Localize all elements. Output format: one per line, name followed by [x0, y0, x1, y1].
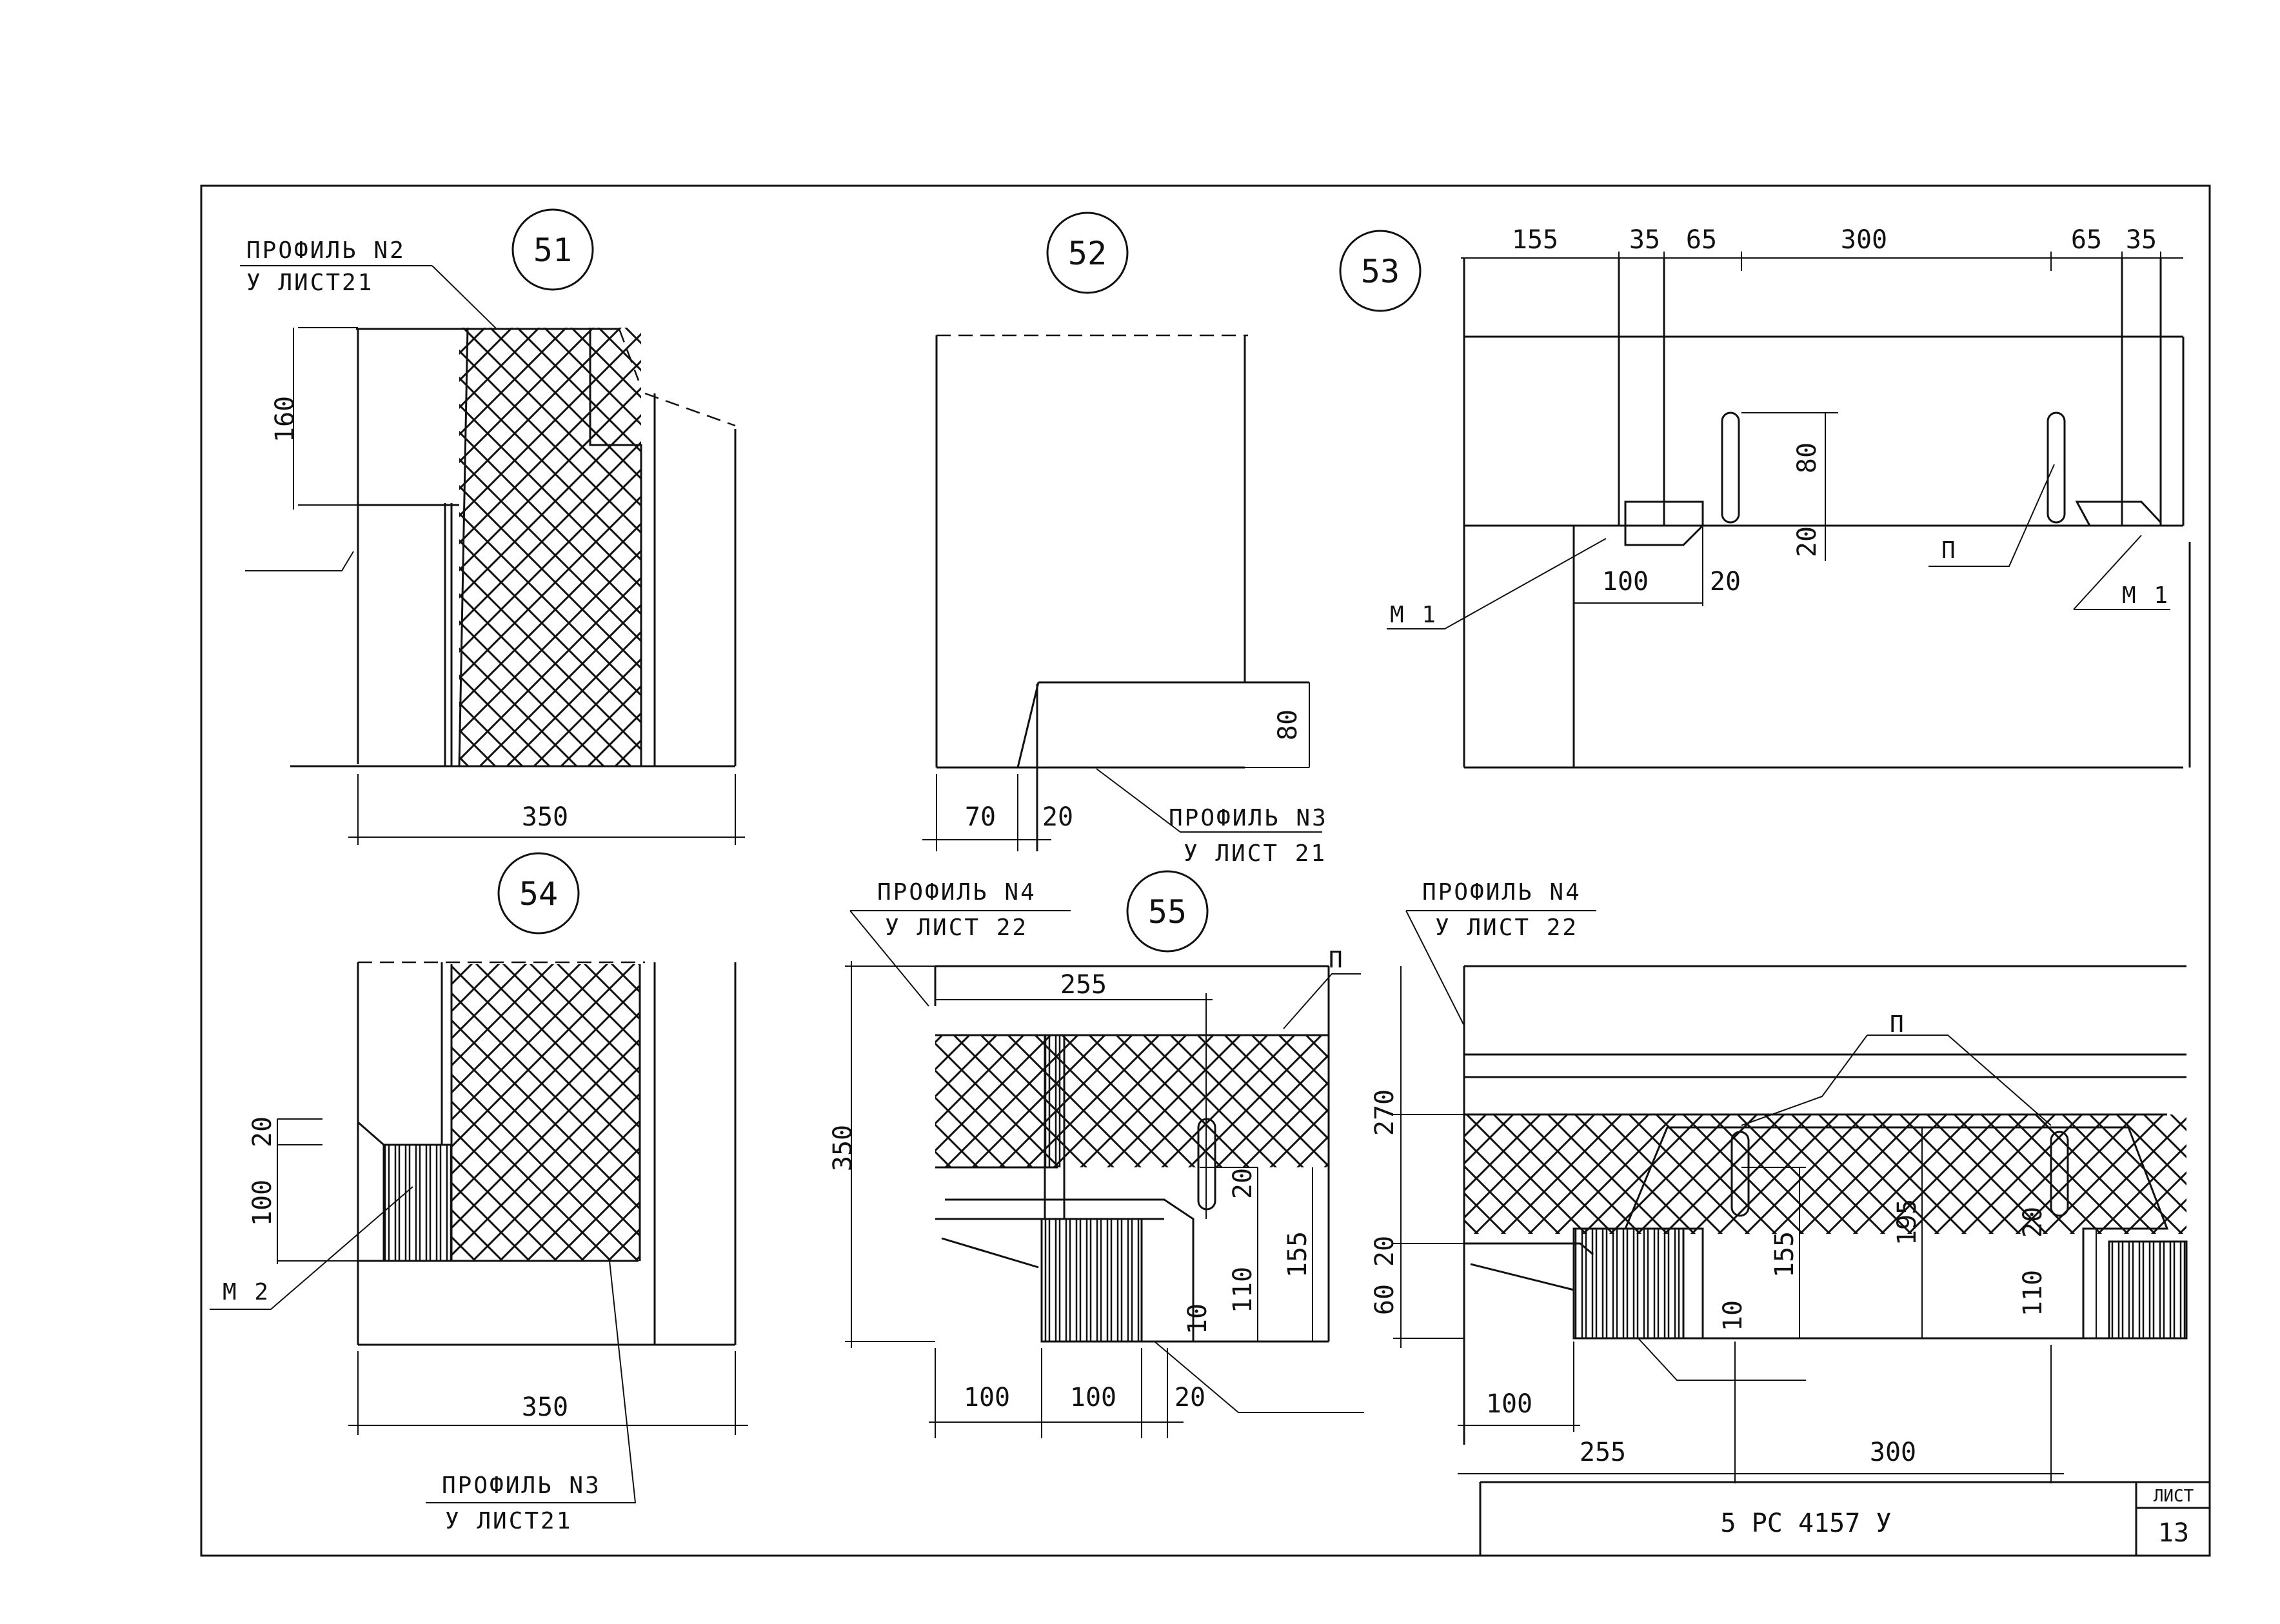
detail-54-label-m2: М 2	[223, 1279, 270, 1305]
detail-55-dim-20: 20	[1228, 1168, 1258, 1199]
detail-55-number: 55	[1148, 893, 1187, 931]
detail-54-profile-sheet: У ЛИСТ21	[445, 1508, 572, 1534]
detail-54-dim-width: 350	[522, 1392, 568, 1422]
detail-55-dim-100a: 100	[964, 1383, 1010, 1412]
detail-55-callout-circle	[1126, 870, 1209, 953]
detail-55-dim-100b: 100	[1070, 1383, 1116, 1412]
detail-54-dim-100: 100	[248, 1180, 277, 1226]
detail-53-dim-155: 155	[1512, 225, 1558, 255]
detail-56-insulation-hatch	[1464, 1114, 2186, 1234]
detail-55-dim-155: 155	[1283, 1231, 1313, 1278]
detail-55-dim-350: 350	[828, 1125, 858, 1171]
detail-53-dim-35b: 35	[2126, 225, 2157, 255]
detail-51: 51 ПРОФИЛЬ N2 У ЛИСТ21 160 350	[240, 208, 745, 845]
detail-55-profile-ref: ПРОФИЛЬ N4	[877, 879, 1036, 906]
detail-55-profile-sheet: У ЛИСТ 22	[885, 915, 1028, 941]
detail-51-dim-height: 160	[270, 396, 300, 442]
detail-52-profile-ref: ПРОФИЛЬ N3	[1169, 805, 1328, 831]
detail-56-dim-60: 60	[1370, 1284, 1400, 1315]
detail-53-label-m1-left: М 1	[1390, 602, 1438, 628]
detail-55-gasket-hatch	[1040, 1218, 1143, 1343]
detail-56-dim-20-left: 20	[1370, 1236, 1400, 1267]
title-block-sheet-number: 13	[2158, 1518, 2189, 1548]
detail-56: ПРОФИЛЬ N4 У ЛИСТ 22 П 270 20 60 10 155 …	[1370, 879, 2188, 1483]
detail-56-dim-20-right: 20	[2018, 1207, 2048, 1238]
detail-53-label-m1-right: М 1	[2122, 582, 2170, 609]
detail-52-dim-80: 80	[1273, 709, 1303, 740]
title-block-doc-code: 5 РС 4157 У	[1721, 1509, 1892, 1538]
detail-55-dim-255: 255	[1060, 970, 1107, 1000]
detail-53-dim-80: 80	[1792, 442, 1822, 473]
detail-53-dim-300: 300	[1841, 225, 1887, 255]
detail-56-dim-10: 10	[1718, 1300, 1748, 1331]
detail-54: 54 20 100 М 2 350 ПРОФИЛЬ N3 У ЛИСТ21	[210, 852, 748, 1534]
detail-56-label-p: П	[1890, 1011, 1906, 1038]
detail-52-number: 52	[1068, 235, 1107, 272]
detail-56-dim-195: 195	[1892, 1199, 1922, 1245]
detail-53-label-p: П	[1941, 537, 1958, 564]
detail-53-dim-20v: 20	[1792, 526, 1822, 557]
title-block: 5 РС 4157 У ЛИСТ 13	[1479, 1481, 2211, 1556]
detail-53-dim-100: 100	[1602, 567, 1649, 597]
detail-56-profile-sheet: У ЛИСТ 22	[1435, 915, 1578, 941]
detail-55: 55 ПРОФИЛЬ N4 У ЛИСТ 22 255 350 П 20 110…	[828, 870, 1364, 1438]
detail-55-label-p: П	[1329, 947, 1345, 973]
detail-51-profile-ref: ПРОФИЛЬ N2	[246, 237, 406, 264]
detail-52-callout-circle	[1046, 212, 1129, 294]
detail-51-number: 51	[533, 232, 572, 269]
detail-52-dim-20: 20	[1042, 802, 1073, 832]
detail-52-dim-70: 70	[965, 802, 996, 832]
detail-56-dim-100: 100	[1486, 1389, 1532, 1419]
detail-51-insulation-hatch	[459, 328, 641, 766]
detail-53-callout-circle	[1339, 230, 1422, 312]
detail-51-callout-circle	[511, 208, 594, 291]
detail-53-number: 53	[1361, 253, 1400, 290]
detail-53-dim-20: 20	[1710, 567, 1741, 597]
detail-56-gasket-left	[1572, 1227, 1685, 1340]
detail-56-dim-255: 255	[1580, 1438, 1626, 1467]
detail-55-dim-10: 10	[1183, 1303, 1213, 1334]
detail-55-insulation-hatch	[935, 1035, 1329, 1167]
detail-54-dim-20: 20	[248, 1116, 277, 1147]
detail-56-dim-270: 270	[1370, 1089, 1400, 1136]
detail-51-dim-width: 350	[522, 802, 568, 832]
detail-53-dim-35: 35	[1629, 225, 1660, 255]
detail-54-profile-ref: ПРОФИЛЬ N3	[442, 1472, 601, 1499]
detail-53: 53 155 35 65 300 65 35 80 20 100 20 П М …	[1339, 225, 2191, 769]
detail-54-insulation-hatch	[451, 964, 640, 1261]
detail-56-dim-300: 300	[1870, 1438, 1916, 1467]
detail-54-number: 54	[519, 875, 558, 913]
detail-56-profile-ref: ПРОФИЛЬ N4	[1422, 879, 1581, 906]
detail-55-dim-110: 110	[1228, 1267, 1258, 1313]
detail-51-profile-sheet: У ЛИСТ21	[246, 270, 373, 296]
detail-56-dim-110: 110	[2018, 1270, 2048, 1316]
title-block-sheet-label: ЛИСТ	[2154, 1487, 2194, 1506]
detail-52-profile-sheet: У ЛИСТ 21	[1184, 840, 1327, 867]
detail-54-callout-circle	[497, 852, 580, 935]
detail-53-dim-65b: 65	[2071, 225, 2102, 255]
detail-55-dim-20b: 20	[1175, 1383, 1205, 1412]
detail-52: 52 80 70 20 ПРОФИЛЬ N3 У ЛИСТ 21	[922, 212, 1328, 867]
detail-56-gasket-right	[2108, 1240, 2188, 1340]
detail-56-dim-155: 155	[1770, 1231, 1799, 1278]
detail-53-dim-65: 65	[1686, 225, 1717, 255]
